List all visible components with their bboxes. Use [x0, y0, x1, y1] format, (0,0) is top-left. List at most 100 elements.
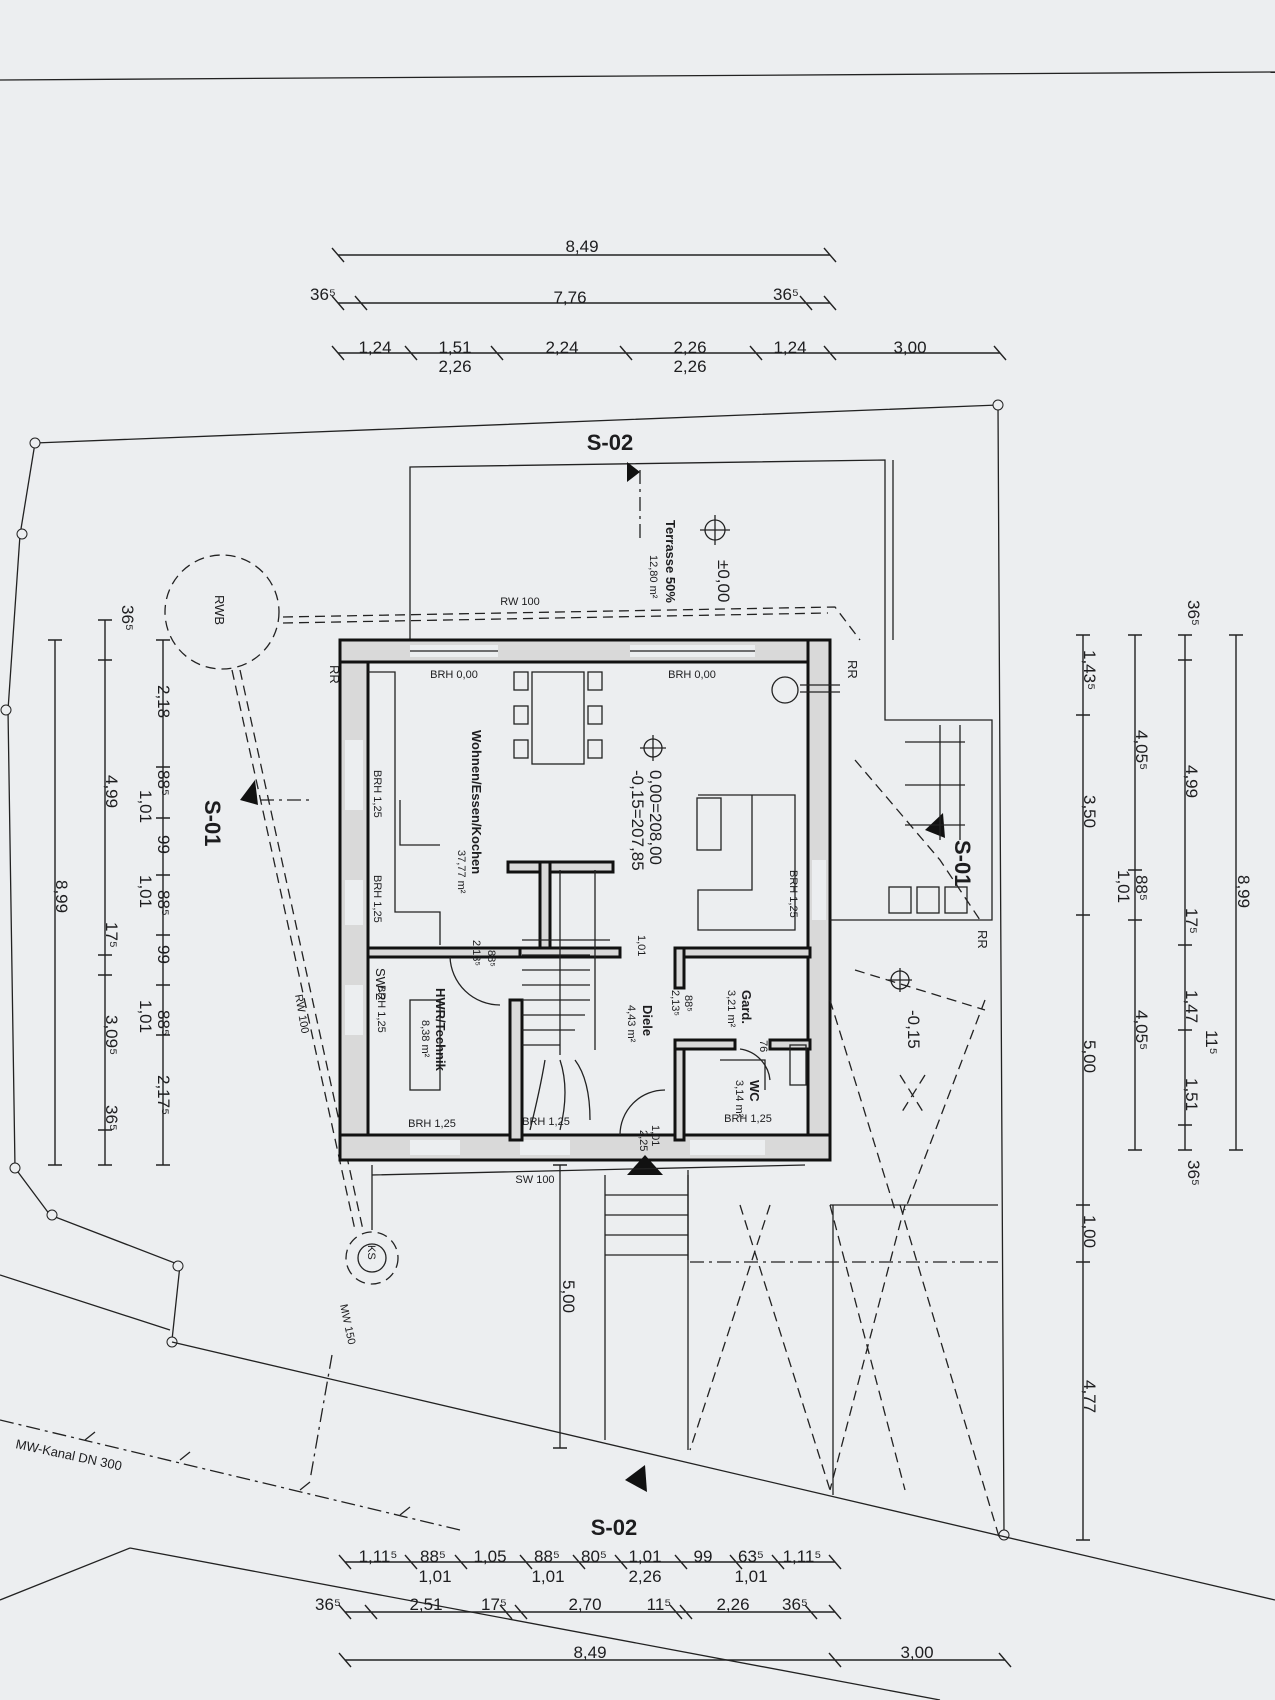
- bottom-r1-5: 80⁵: [581, 1547, 607, 1566]
- paper-fold-line: [0, 71, 1275, 81]
- terrace-area: 12,80 m²: [647, 555, 659, 599]
- terrace-level: ±0,00: [714, 560, 733, 602]
- top-dimensions: 8,49 36⁵ 7,76 36⁵ 1,24 1,51 2,24 2,26 1,…: [310, 237, 1007, 376]
- brh-125-b: BRH 1,25: [371, 875, 383, 923]
- door-76: 76: [757, 1040, 769, 1052]
- rr-label-right: RR: [845, 660, 860, 679]
- bottom-r1-sub-4: 1,01: [734, 1567, 767, 1586]
- right-col2-1: 4,05⁵: [1132, 730, 1151, 770]
- right-col3-1: 36⁵: [1184, 600, 1203, 626]
- right-col1-2: 3,50: [1080, 795, 1099, 828]
- left-col2-2: 17⁵: [102, 922, 121, 948]
- bottom-r2-3: 17⁵: [481, 1595, 507, 1614]
- diele-area: 4,43 m²: [625, 1005, 637, 1043]
- mw150-label: MW 150: [337, 1303, 357, 1346]
- bottom-overall: 8,49: [573, 1643, 606, 1662]
- bottom-right-dim: 3,00: [900, 1643, 933, 1662]
- diele-name: Diele: [640, 1005, 655, 1036]
- right-col2-4: 4,05⁵: [1132, 1010, 1151, 1050]
- entrance-arrow: [627, 1155, 663, 1175]
- bottom-r1-sub-3: 2,26: [628, 1567, 661, 1586]
- plot-boundary: [0, 399, 1275, 1700]
- top-sub-2: 2,26: [673, 357, 706, 376]
- door-2135-b: 2,13⁵: [669, 990, 681, 1016]
- bottom-r1-1: 1,11⁵: [359, 1547, 398, 1566]
- top-seg-3: 2,24: [545, 338, 578, 357]
- bottom-r2-2: 2,51: [409, 1595, 442, 1614]
- left-dim-2: 2,18: [154, 685, 173, 718]
- hwr-area: 8,38 m²: [419, 1020, 431, 1058]
- bottom-r1-sub-2: 1,01: [531, 1567, 564, 1586]
- top-seg-4: 2,26: [673, 338, 706, 357]
- top-sub-1: 2,26: [438, 357, 471, 376]
- top-seg-5: 1,24: [773, 338, 806, 357]
- bottom-r1-8: 63⁵: [738, 1547, 764, 1566]
- rr-label-left: RR: [327, 665, 342, 684]
- right-col1-1: 1,43⁵: [1080, 650, 1099, 690]
- door-225: 2,25: [637, 1130, 649, 1151]
- living-name: Wohnen/Essen/Kochen: [469, 730, 484, 874]
- gard-area: 3,21 m²: [725, 990, 737, 1028]
- bottom-r1-4: 88⁵: [534, 1547, 560, 1566]
- canal-label: MW-Kanal DN 300: [14, 1436, 123, 1473]
- hwr-name: HWR/Technik: [433, 988, 448, 1072]
- left-dim-9: 1,01: [136, 1000, 155, 1033]
- bottom-r1-6: 1,01: [628, 1547, 661, 1566]
- door-2135-a: 2,13⁵: [470, 940, 482, 966]
- level-main-2: -0,15=207,85: [628, 770, 647, 871]
- right-overall: 8,99: [1234, 875, 1253, 908]
- bottom-r2-5: 11⁵: [647, 1595, 672, 1614]
- section-bottom-label: S-02: [591, 1515, 637, 1540]
- bottom-r1-2: 88⁵: [420, 1547, 446, 1566]
- living-area: 37,77 m²: [455, 850, 467, 894]
- section-left-label: S-01: [200, 800, 225, 846]
- room-labels: Wohnen/Essen/Kochen 37,77 m² 0,00=208,00…: [371, 669, 799, 1151]
- brh-000-a: BRH 0,00: [430, 669, 478, 681]
- section-top: S-02: [587, 430, 633, 455]
- brh-000-b: BRH 0,00: [668, 669, 716, 681]
- bottom-r2-1: 36⁵: [315, 1595, 341, 1614]
- rainwater-tank: RWB RW 100: [164, 554, 364, 1231]
- gard-name: Gard.: [739, 990, 754, 1024]
- bottom-r1-7: 99: [694, 1547, 713, 1566]
- top-wall-right-dim: 36⁵: [773, 285, 799, 304]
- sw2-label: SW-2: [373, 968, 388, 1000]
- bottom-r1-9: 1,11⁵: [783, 1547, 822, 1566]
- left-col2-1: 4,99: [102, 775, 121, 808]
- terrace-name: Terrasse 50%: [663, 520, 678, 603]
- left-dim-10: 88⁵: [154, 1010, 173, 1036]
- entrance: 5,00: [553, 1155, 689, 1449]
- left-dim-3: 88⁵: [154, 770, 173, 796]
- left-dim-8: 99: [154, 945, 173, 964]
- top-seg-2: 1,51: [438, 338, 471, 357]
- top-overall-dim: 8,49: [565, 237, 598, 256]
- left-col2-4: 36⁵: [102, 1105, 121, 1131]
- rw100-side-label: RW 100: [292, 993, 311, 1034]
- right-col3-6: 1,51: [1182, 1078, 1201, 1111]
- rwb-label: RWB: [212, 595, 227, 625]
- brh-125-a: BRH 1,25: [371, 770, 383, 818]
- brh-125-g: BRH 1,25: [724, 1113, 772, 1125]
- bottom-dimensions: 1,11⁵ 88⁵ 1,05 88⁵ 80⁵ 1,01 99 63⁵ 1,11⁵…: [315, 1547, 1012, 1668]
- right-dimensions: 1,43⁵ 3,50 5,00 1,00 4,77 4,05⁵ 88⁵ 1,01…: [1076, 600, 1253, 1541]
- brh-125-f: BRH 1,25: [522, 1116, 570, 1128]
- terrace: Terrasse 50% 12,80 m² ±0,00 S-02: [409, 430, 894, 648]
- carport: S-01 -0,15: [687, 640, 1001, 1541]
- right-col1-4: 1,00: [1080, 1215, 1099, 1248]
- right-col3-2: 4,99: [1182, 765, 1201, 798]
- left-dim-1: 36⁵: [118, 605, 137, 631]
- bottom-r2-6: 2,26: [716, 1595, 749, 1614]
- rr-label-corner: RR: [975, 930, 990, 949]
- door-101-a: 1,01: [635, 935, 647, 956]
- left-dim-7: 88⁵: [154, 890, 173, 916]
- top-inner-dim: 7,76: [553, 288, 586, 307]
- bottom-r2-7: 36⁵: [782, 1595, 808, 1614]
- bottom-r2-4: 2,70: [568, 1595, 601, 1614]
- top-wall-left-dim: 36⁵: [310, 285, 336, 304]
- right-col1-5: 4,77: [1080, 1380, 1099, 1413]
- top-seg-1: 1,24: [358, 338, 391, 357]
- house-outline: [338, 638, 832, 1162]
- wc-area: 3,14 m²: [733, 1080, 745, 1118]
- carport-level: -0,15: [904, 1010, 923, 1049]
